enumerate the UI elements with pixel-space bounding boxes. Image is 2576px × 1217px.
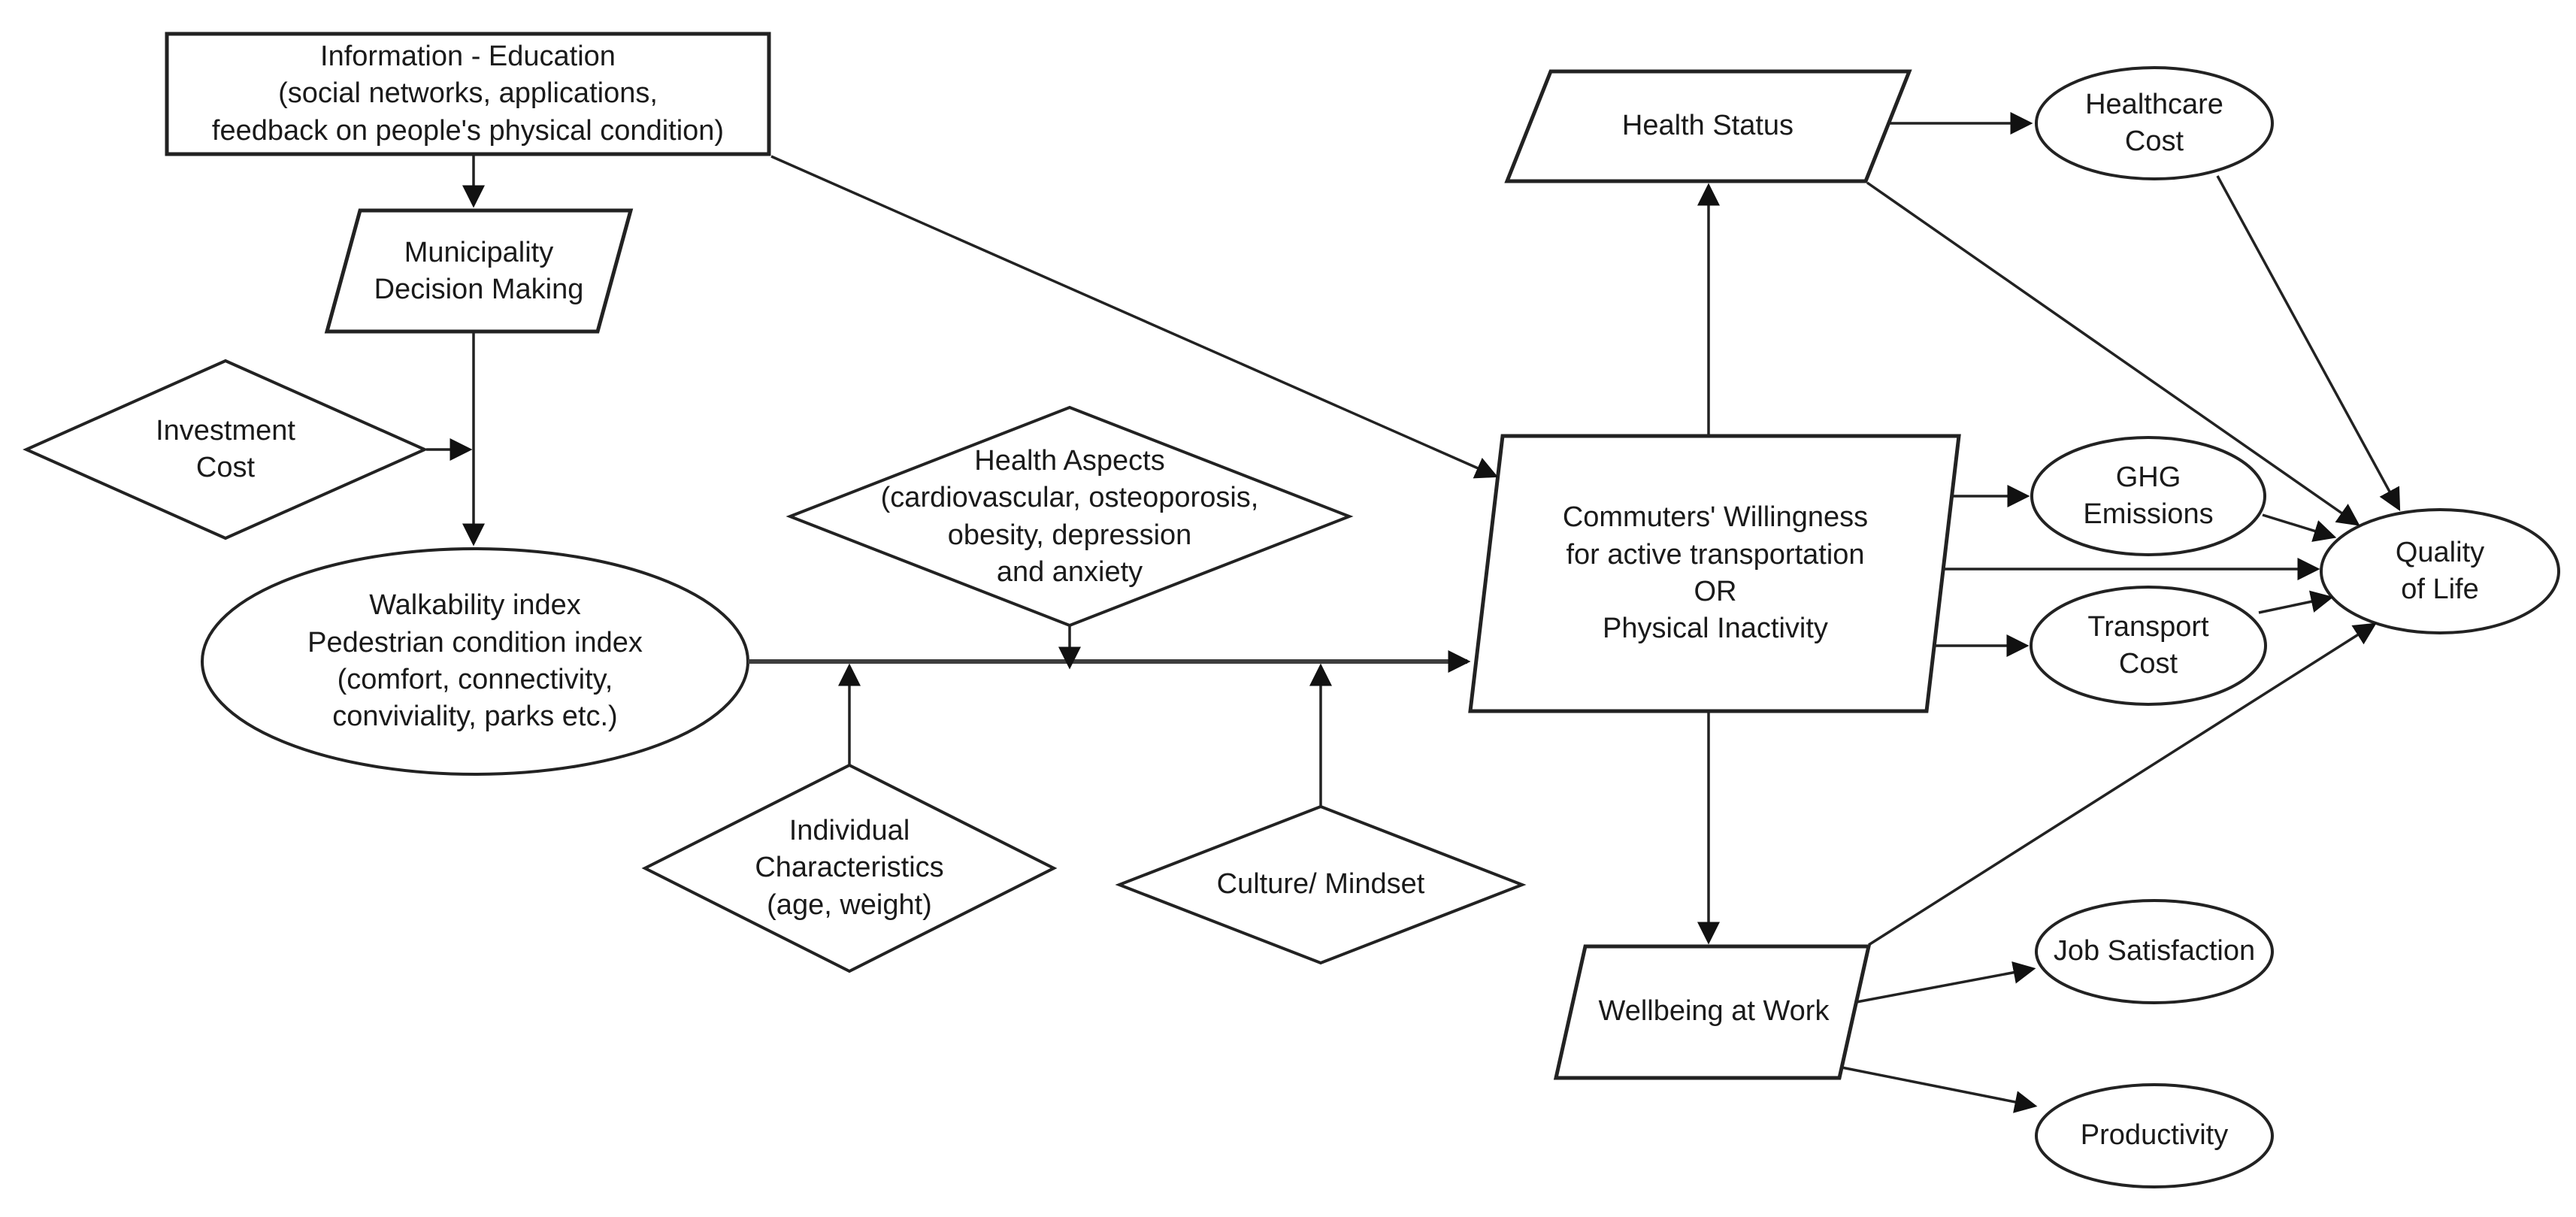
commuters-willingness-parallelogram (1468, 434, 1961, 713)
info-education-box (165, 32, 771, 156)
arrow-transport-to-quality-of-life (2258, 590, 2334, 614)
job-satisfaction-ellipse (2035, 899, 2274, 1004)
productivity-ellipse (2035, 1083, 2274, 1188)
investment-cost-diamond (23, 359, 428, 540)
healthcare-cost-ellipse (2035, 66, 2274, 180)
individual-characteristics-diamond (641, 763, 1058, 973)
health-aspects-diamond (786, 405, 1354, 628)
health-status-parallelogram (1504, 69, 1912, 183)
walkability-ellipse (201, 547, 749, 776)
quality-of-life-ellipse (2320, 508, 2560, 634)
wellbeing-at-work-parallelogram (1553, 944, 1872, 1080)
arrow-wellbeing-to-job-satisfaction (1856, 961, 2036, 1004)
arrow-health-status-to-quality-of-life (1866, 181, 2360, 526)
culture-mindset-diamond (1115, 804, 1527, 965)
arrow-ghg-to-quality-of-life (2262, 513, 2337, 542)
municipality-parallelogram (324, 208, 634, 334)
arrow-wellbeing-to-quality-of-life (1868, 622, 2377, 946)
transport-cost-ellipse (2030, 586, 2267, 706)
ghg-emissions-ellipse (2030, 436, 2266, 556)
arrow-wellbeing-to-productivity (1841, 1066, 2038, 1113)
arrow-info-to-commuters (770, 155, 1499, 479)
arrow-healthcare-to-quality-of-life (2216, 175, 2401, 511)
